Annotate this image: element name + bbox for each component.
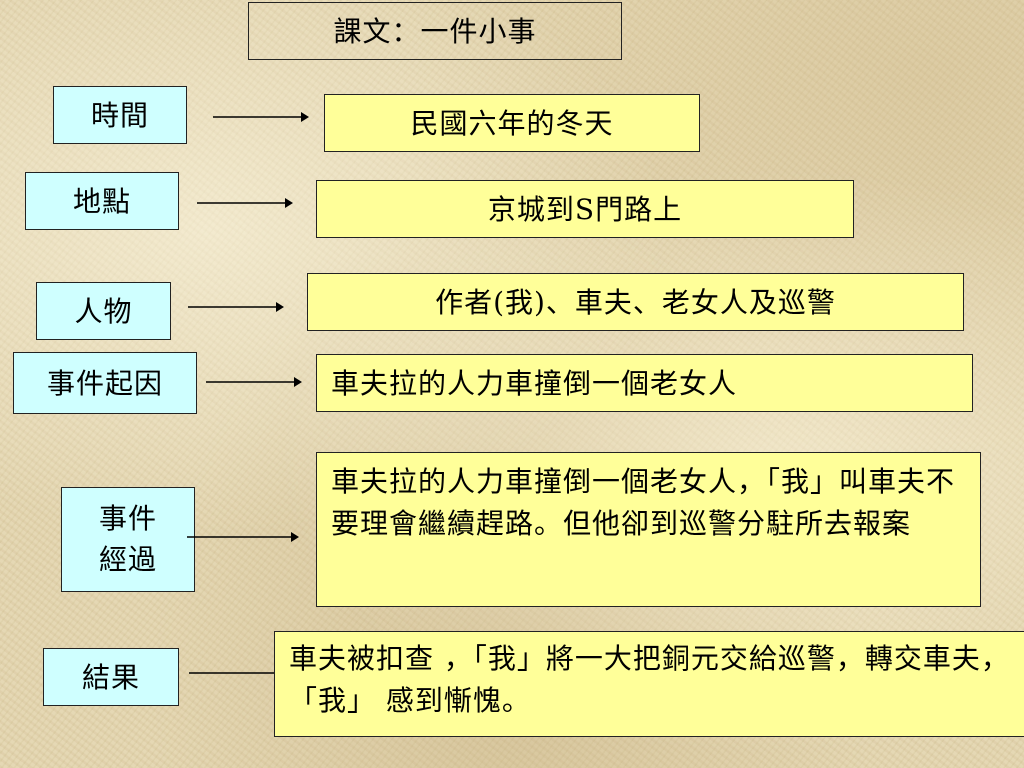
value-place: 京城到S門路上	[316, 180, 854, 238]
arrow-icon	[197, 198, 293, 208]
slide-title: 課文：一件小事	[248, 2, 622, 60]
label-people-text: 人物	[74, 294, 133, 328]
value-result: 車夫被扣查 ，「我」將一大把銅元交給巡警，轉交車夫，「我」 感到慚愧。	[274, 631, 1024, 737]
arrow-icon	[187, 532, 299, 542]
label-people: 人物	[36, 282, 171, 340]
value-place-text: 京城到S門路上	[487, 192, 683, 226]
value-cause: 車夫拉的人力車撞倒一個老女人	[316, 354, 973, 412]
label-cause-text: 事件起因	[46, 366, 163, 400]
label-result-text: 結果	[81, 660, 140, 694]
arrow-icon	[188, 302, 284, 312]
label-time-text: 時間	[90, 98, 149, 132]
value-result-text: 車夫被扣查 ，「我」將一大把銅元交給巡警，轉交車夫，「我」 感到慚愧。	[289, 642, 1010, 717]
label-place: 地點	[25, 172, 179, 230]
slide-title-text: 課文：一件小事	[333, 14, 537, 48]
value-process-text: 車夫拉的人力車撞倒一個老女人，「我」叫車夫不要理會繼續趕路。但他卻到巡警分駐所去…	[331, 465, 956, 540]
value-cause-text: 車夫拉的人力車撞倒一個老女人	[331, 366, 738, 400]
label-time: 時間	[53, 86, 187, 144]
value-time-text: 民國六年的冬天	[410, 106, 614, 140]
label-place-text: 地點	[72, 184, 131, 218]
value-people-text: 作者(我)、車夫、老女人及巡警	[435, 285, 836, 319]
value-people: 作者(我)、車夫、老女人及巡警	[307, 273, 964, 331]
arrow-icon	[189, 668, 285, 678]
label-process-text: 事件 經過	[98, 501, 157, 576]
arrow-icon	[213, 112, 309, 122]
value-time: 民國六年的冬天	[324, 94, 700, 152]
label-process: 事件 經過	[61, 487, 195, 592]
label-result: 結果	[43, 648, 179, 706]
value-process: 車夫拉的人力車撞倒一個老女人，「我」叫車夫不要理會繼續趕路。但他卻到巡警分駐所去…	[316, 452, 981, 607]
arrow-icon	[206, 377, 302, 387]
label-cause: 事件起因	[13, 352, 197, 414]
